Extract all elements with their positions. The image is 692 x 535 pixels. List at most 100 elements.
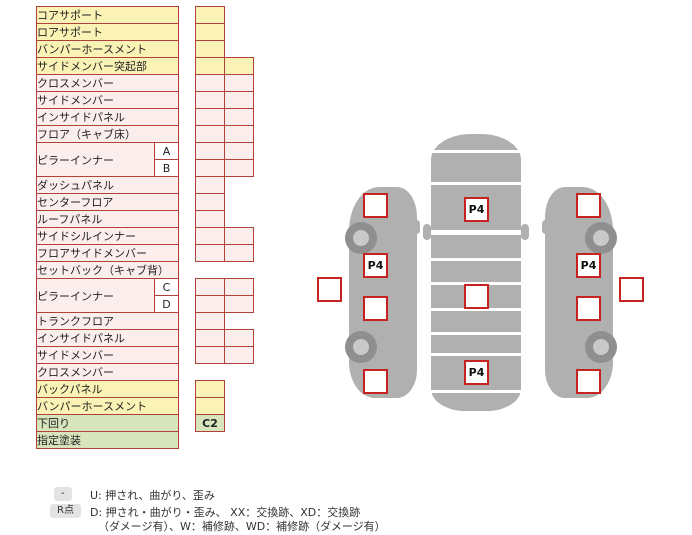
damage-cell[interactable] [224, 125, 254, 143]
damage-cell[interactable] [224, 91, 254, 109]
damage-marker[interactable] [363, 369, 388, 394]
damage-marker[interactable]: P4 [464, 360, 489, 385]
damage-cell[interactable] [195, 295, 225, 313]
damage-cell[interactable] [224, 57, 254, 75]
damage-cell[interactable] [195, 40, 225, 58]
part-label: ロアサポート [36, 23, 179, 41]
pillar-sub-label: C [154, 278, 179, 296]
damage-cell[interactable] [224, 329, 254, 347]
spacer [179, 194, 196, 211]
damage-cell[interactable] [224, 244, 254, 262]
empty-cell [254, 75, 283, 92]
damage-marker[interactable]: P4 [576, 253, 601, 278]
spacer [179, 177, 196, 194]
part-row: ピラーインナー A [36, 142, 283, 177]
part-label: インサイドパネル [36, 108, 179, 126]
empty-cell [254, 92, 283, 109]
damage-cell[interactable] [224, 74, 254, 92]
spacer [179, 262, 196, 279]
damage-cell[interactable] [195, 108, 225, 126]
damage-cell[interactable] [224, 346, 254, 364]
spacer [179, 143, 196, 160]
part-label: コアサポート [36, 6, 179, 24]
damage-marker[interactable] [576, 296, 601, 321]
damage-cell[interactable] [224, 142, 254, 160]
part-label: 下回り [36, 414, 179, 432]
damage-cell[interactable] [224, 227, 254, 245]
side-mirror [521, 224, 529, 240]
spacer [179, 415, 196, 432]
spacer [179, 398, 196, 415]
damage-marker[interactable] [576, 193, 601, 218]
empty-cell [225, 364, 254, 381]
part-label: ルーフパネル [36, 210, 179, 228]
damage-cell[interactable] [195, 74, 225, 92]
damage-cell[interactable] [195, 176, 225, 194]
damage-cell[interactable] [195, 329, 225, 347]
part-row: サイドメンバー [36, 346, 283, 364]
legend-key-rpoint: R点 [50, 504, 81, 518]
empty-cell [225, 381, 254, 398]
damage-cell[interactable] [224, 278, 254, 296]
part-label: バンパーホースメント [36, 397, 179, 415]
damage-cell[interactable] [195, 57, 225, 75]
damage-cell[interactable] [195, 397, 225, 415]
spacer [179, 228, 196, 245]
part-row: セットバック（キャブ背） [36, 261, 283, 279]
pillar-sub-label: A [154, 142, 179, 160]
part-label: ピラーインナー [36, 142, 155, 177]
damage-cell[interactable] [195, 312, 225, 330]
part-label: インサイドパネル [36, 329, 179, 347]
underbody-grade-cell[interactable]: C2 [195, 414, 225, 432]
damage-marker[interactable] [363, 296, 388, 321]
damage-cell[interactable] [195, 142, 225, 160]
empty-cell [254, 7, 283, 24]
damage-marker[interactable] [464, 284, 489, 309]
damage-cell[interactable] [224, 295, 254, 313]
damage-cell[interactable] [195, 210, 225, 228]
damage-cell[interactable] [224, 159, 254, 177]
empty-cell [254, 160, 283, 177]
part-label: バンパーホースメント [36, 40, 179, 58]
empty-cell [196, 262, 225, 279]
panel-divider [431, 258, 521, 261]
damage-marker[interactable] [363, 193, 388, 218]
damage-cell[interactable] [195, 125, 225, 143]
empty-cell [254, 262, 283, 279]
damage-cell[interactable] [195, 380, 225, 398]
panel-divider [431, 308, 521, 311]
rear-wheel-icon [345, 331, 377, 363]
damage-cell[interactable] [195, 193, 225, 211]
damage-cell[interactable] [195, 23, 225, 41]
empty-cell [254, 245, 283, 262]
part-row: ピラーインナー C [36, 278, 283, 313]
spacer [179, 24, 196, 41]
damage-marker[interactable] [576, 369, 601, 394]
part-label: バックパネル [36, 380, 179, 398]
damage-cell[interactable] [195, 244, 225, 262]
damage-cell[interactable] [195, 91, 225, 109]
damage-cell[interactable] [224, 108, 254, 126]
damage-cell[interactable] [195, 227, 225, 245]
spacer [179, 109, 196, 126]
front-wheel-icon [345, 222, 377, 254]
spacer [179, 7, 196, 24]
damage-cell[interactable] [195, 159, 225, 177]
damage-cell[interactable] [195, 6, 225, 24]
damage-cell[interactable] [195, 278, 225, 296]
panel-divider [431, 390, 521, 393]
car-side-view-left [349, 187, 417, 398]
part-label: トランクフロア [36, 312, 179, 330]
empty-cell [225, 211, 254, 228]
empty-cell [254, 41, 283, 58]
damage-marker[interactable] [317, 277, 342, 302]
damage-marker[interactable] [619, 277, 644, 302]
damage-marker[interactable]: P4 [464, 197, 489, 222]
empty-cell [254, 177, 283, 194]
spacer [179, 296, 196, 313]
damage-cell[interactable] [195, 346, 225, 364]
empty-cell [254, 381, 283, 398]
damage-marker[interactable]: P4 [363, 253, 388, 278]
part-row: サイドメンバー突起部 [36, 57, 283, 75]
